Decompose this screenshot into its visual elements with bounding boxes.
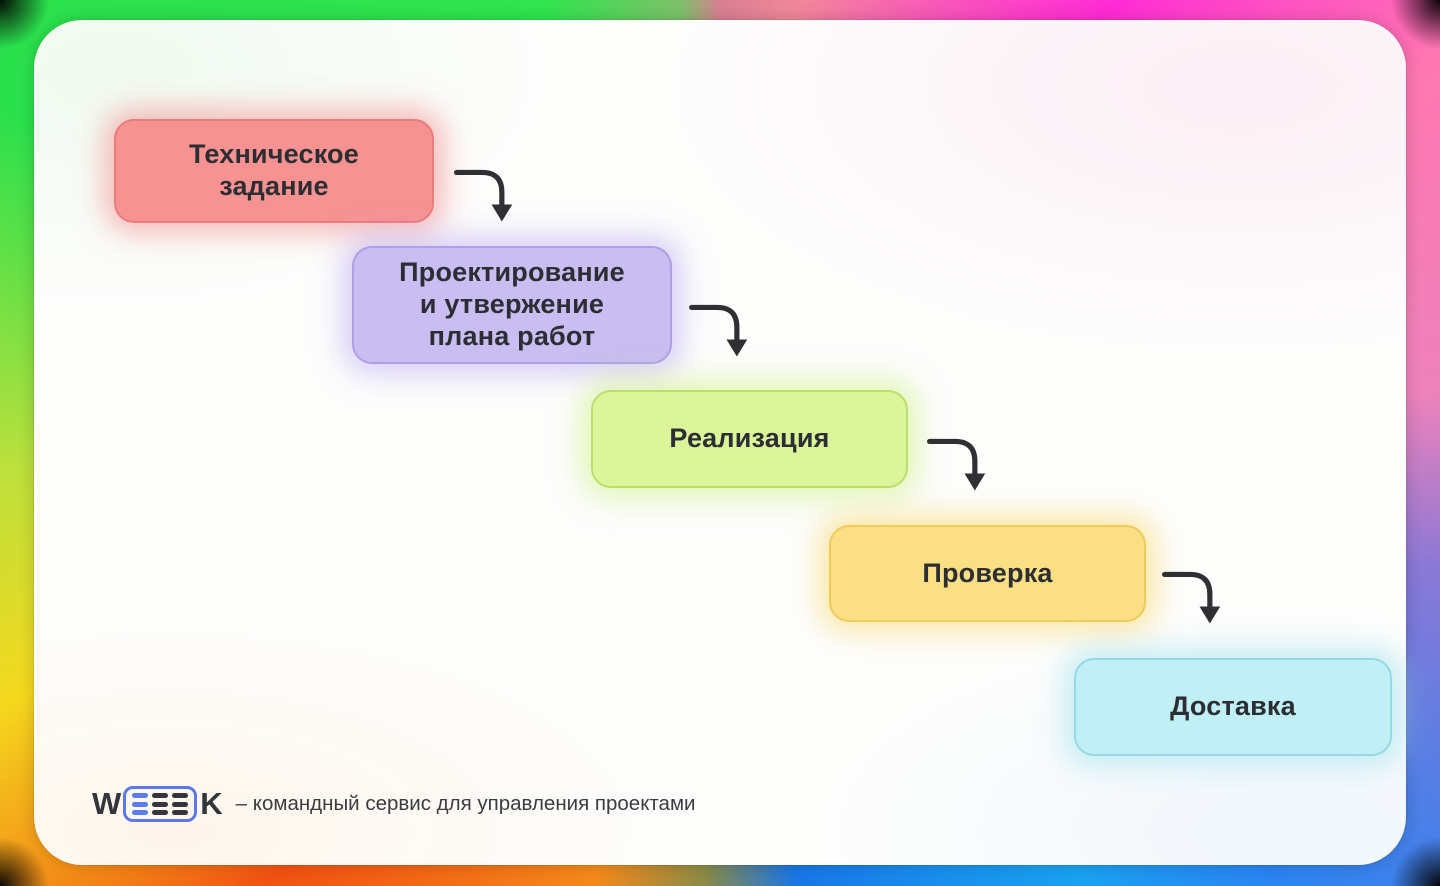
curved-arrow-icon [927, 438, 986, 491]
logo-letter-k: K [200, 786, 222, 821]
step-box-delivery: Доставка [1074, 658, 1392, 756]
logo-e-icon [172, 793, 189, 815]
step-box-implementation: Реализация [591, 390, 908, 488]
diagram-canvas: Техническое задание Проектирование и утв… [34, 20, 1406, 865]
curved-arrow-icon [1162, 571, 1221, 624]
step-box-planning: Проектирование и утвержение плана работ [352, 246, 672, 364]
logo-e-icon [132, 793, 149, 815]
step-box-tech-spec: Техническое задание [114, 119, 434, 223]
step-box-verification: Проверка [829, 525, 1146, 622]
footer: W K – командный сервис для управления пр… [92, 786, 696, 822]
curved-arrow-icon [689, 304, 748, 357]
logo-e-icon [152, 793, 169, 815]
logo-tagline: – командный сервис для управления проект… [235, 792, 696, 815]
weeek-logo: W K [92, 786, 223, 822]
logo-letter-w: W [92, 786, 121, 821]
logo-e-block-icon [123, 786, 198, 822]
curved-arrow-icon [454, 169, 513, 222]
